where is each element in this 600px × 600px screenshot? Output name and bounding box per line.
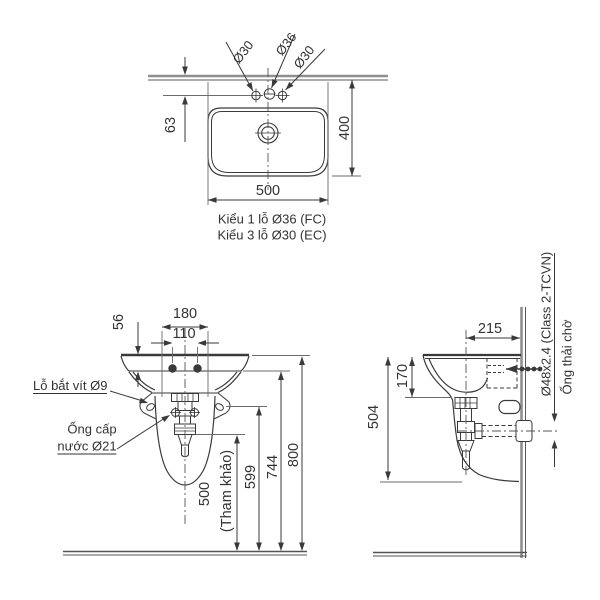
dim-744: 744 [264, 454, 281, 480]
faucet-holes [249, 88, 290, 103]
dim-215: 215 [477, 320, 503, 337]
dimension-arrowheads [135, 66, 558, 551]
dim-180: 180 [172, 305, 198, 322]
dim-170: 170 [394, 363, 411, 389]
dim-500-width: 500 [255, 182, 281, 199]
caption-line1: Kiểu 1 lỗ Ø36 (FC) [217, 211, 327, 227]
label-supply-1: Ống cấp [67, 421, 117, 437]
caption-line2: Kiểu 3 lỗ Ø30 (EC) [217, 227, 327, 243]
waste-stub-symbol [488, 365, 543, 373]
basin-outline-inner [211, 111, 325, 173]
dim-500-note: (Tham khảo) [218, 449, 235, 533]
label-screw-hole: Lỗ bắt vít Ø9 [33, 378, 108, 394]
label-waste-pipe-spec: Ø48x2.4 (Class 2-TCVN) [538, 251, 554, 397]
dim-500-ref: 500 [196, 481, 213, 507]
basin-profile [422, 354, 520, 483]
label-supply-2: nước Ø21 [57, 438, 117, 455]
dim-400: 400 [336, 115, 353, 141]
shroud-hole [498, 399, 521, 415]
side-view [373, 253, 557, 558]
dim-599: 599 [242, 464, 259, 490]
top-view [148, 33, 388, 205]
front-view [63, 322, 310, 556]
dim-110: 110 [172, 325, 196, 342]
dim-63: 63 [162, 116, 179, 134]
dim-800: 800 [285, 442, 302, 468]
bowl-section [428, 358, 489, 393]
dim-504: 504 [365, 404, 382, 430]
label-waste-stub: Ống thải chờ [559, 319, 575, 395]
hanger-hole-right [193, 364, 202, 373]
hanger-hole-left [168, 364, 177, 373]
dim-56: 56 [110, 313, 127, 331]
